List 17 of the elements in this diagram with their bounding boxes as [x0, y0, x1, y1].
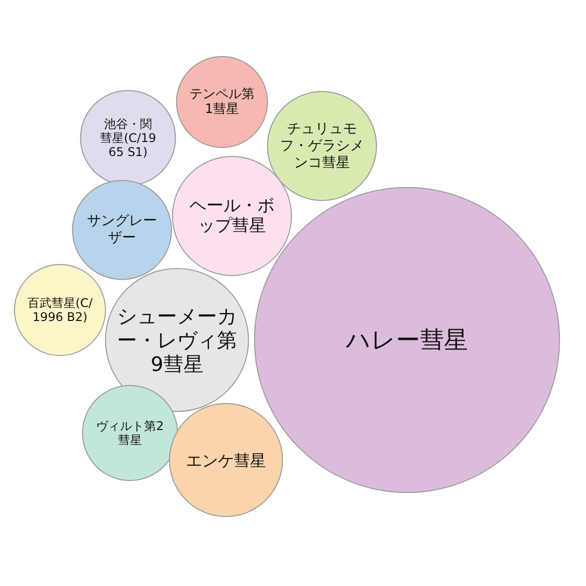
comet-bubble	[172, 156, 292, 276]
comet-name: ヴィルト第2彗星	[95, 418, 165, 448]
comet-name: ヘール・ボップ彗星	[188, 196, 276, 236]
comet-bubble	[82, 385, 178, 481]
comet-bubble	[169, 403, 283, 517]
comet-name: シューメーカー・レヴィ第9彗星	[116, 304, 238, 376]
comet-bubble	[72, 180, 172, 280]
comet-name: 百武彗星(C/1996 B2)	[27, 296, 93, 324]
comet-bubble	[80, 90, 176, 186]
comet-name: サングレーザー	[86, 213, 158, 247]
comet-name: エンケ彗星	[185, 450, 267, 470]
comet-bubble	[14, 264, 106, 356]
comet-name: 池谷・関彗星(C/1965 S1)	[99, 116, 157, 160]
comet-name: チュリュモフ・ゲラシメンコ彗星	[279, 121, 365, 172]
comet-name: ハレー彗星	[344, 326, 469, 354]
comet-bubble	[176, 56, 268, 148]
comet-name: テンペル第1彗星	[188, 86, 256, 118]
